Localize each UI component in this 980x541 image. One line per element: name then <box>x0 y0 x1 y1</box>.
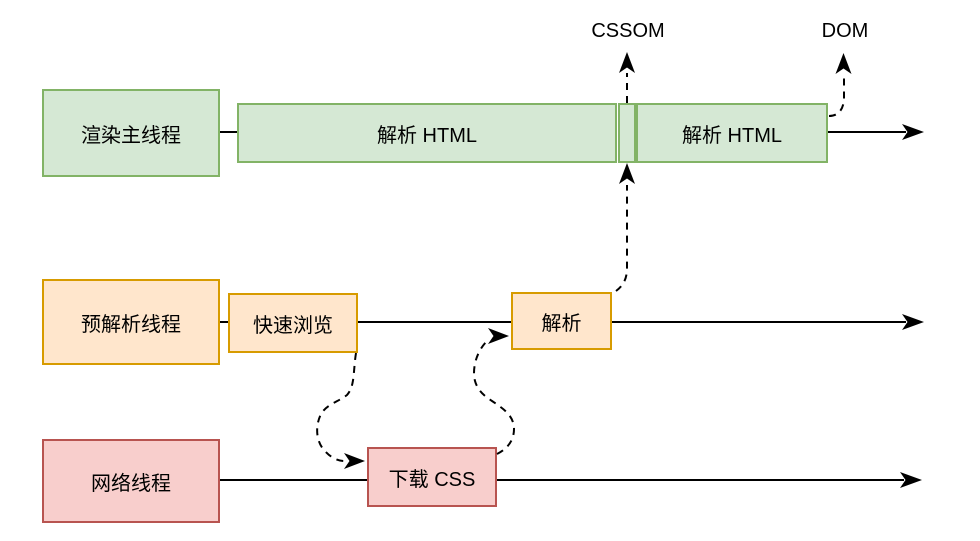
download-to-parse-dashed-arrow <box>472 328 516 455</box>
dom-dashed-arrow <box>828 53 852 117</box>
parse-html-box-2: 解析 HTML <box>636 103 828 163</box>
parse-to-divider-dashed-arrow <box>615 163 635 292</box>
render-thread-label-box: 渲染主线程 <box>42 89 220 177</box>
quick-scan-label: 快速浏览 <box>253 314 333 337</box>
quick-scan-box: 快速浏览 <box>228 293 358 353</box>
parse-box: 解析 <box>511 292 612 350</box>
render-thread-label: 渲染主线程 <box>81 124 181 147</box>
parse-html-box-2-label: 解析 HTML <box>682 124 782 147</box>
parse-html-box-1: 解析 HTML <box>237 103 617 163</box>
preparse-thread-label-box: 预解析线程 <box>42 279 220 365</box>
parse-html-box-1-label: 解析 HTML <box>377 124 477 147</box>
quickscan-to-download-dashed-arrow <box>316 352 365 469</box>
network-thread-label-box: 网络线程 <box>42 439 220 523</box>
cssom-dashed-arrow <box>619 52 635 103</box>
dom-label: DOM <box>821 20 869 42</box>
download-css-label: 下载 CSS <box>388 468 476 491</box>
network-thread-label: 网络线程 <box>91 472 171 495</box>
parse-html-divider-box <box>618 103 636 163</box>
cssom-label: CSSOM <box>591 20 665 42</box>
parse-box-label: 解析 <box>541 312 582 335</box>
download-css-box: 下载 CSS <box>367 447 497 507</box>
network-timeline-arrow <box>220 472 922 488</box>
preparse-thread-label: 预解析线程 <box>81 313 181 336</box>
